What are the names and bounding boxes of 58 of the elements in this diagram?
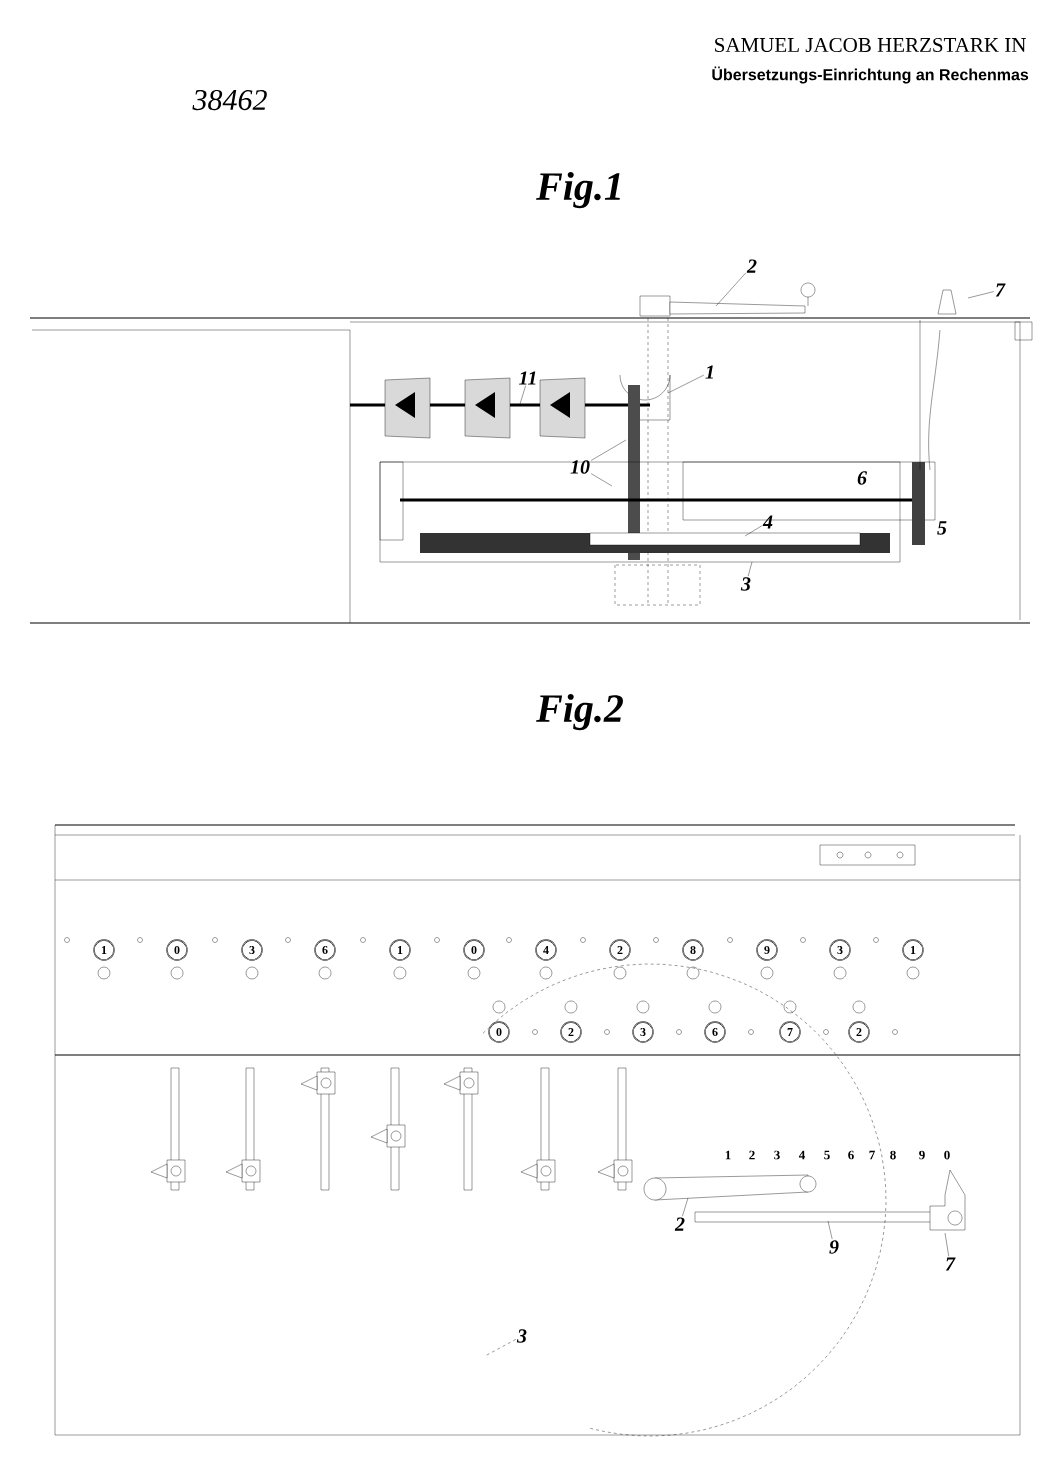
- callout-number: 2: [674, 1217, 685, 1231]
- title: SAMUEL JACOB HERZSTARK IN: [715, 37, 1026, 53]
- dial-digit: 8: [682, 939, 704, 961]
- dial-digit: 2: [609, 939, 631, 961]
- dial-digit: 0: [463, 939, 485, 961]
- callout-number: 10: [570, 460, 590, 474]
- dial-digit: 3: [241, 939, 263, 961]
- dial-digit: 4: [535, 939, 557, 961]
- callout-number: 11: [519, 371, 536, 385]
- callout-number: 1: [705, 365, 713, 379]
- handwritten-number: 38462: [192, 89, 267, 111]
- leader-line: [591, 473, 613, 487]
- scale-digit: 6: [848, 1150, 854, 1160]
- dial-digit: 7: [779, 1021, 801, 1043]
- dial-digit: 6: [704, 1021, 726, 1043]
- leader-line: [967, 291, 994, 299]
- scale-digit: 5: [824, 1150, 830, 1160]
- dial-digit: 2: [560, 1021, 582, 1043]
- callout-number: 3: [740, 577, 751, 591]
- callout-number: 5: [937, 521, 947, 535]
- subtitle: Übersetzungs-Einrichtung an Rechenmas: [712, 66, 1029, 84]
- dial-digit: 3: [632, 1021, 654, 1043]
- leader-line: [484, 1339, 516, 1357]
- leader-line: [682, 1197, 689, 1217]
- dial-digit: 2: [848, 1021, 870, 1043]
- callout-number: 4: [762, 515, 773, 529]
- scale-digit: 8: [890, 1150, 896, 1160]
- scale-digit: 7: [869, 1150, 875, 1160]
- scale-digit: 3: [774, 1150, 780, 1160]
- figure-label: Fig.1: [536, 171, 620, 209]
- leader-line: [591, 439, 627, 461]
- leader-line: [667, 374, 704, 394]
- callout-number: 9: [829, 1240, 839, 1254]
- dial-digit: 6: [314, 939, 336, 961]
- scale-digit: 1: [725, 1150, 731, 1160]
- scale-digit: 0: [944, 1150, 950, 1160]
- dial-digit: 1: [389, 939, 411, 961]
- callout-number: 3: [516, 1329, 527, 1343]
- figure-label: Fig.2: [536, 693, 623, 731]
- dial-digit: 0: [488, 1021, 510, 1043]
- dial-digit: 3: [829, 939, 851, 961]
- leader-line: [747, 561, 753, 577]
- scale-digit: 9: [919, 1150, 925, 1160]
- leader-line: [827, 1220, 833, 1240]
- callout-number: 7: [945, 1257, 956, 1271]
- leader-line: [519, 385, 526, 405]
- dial-digit: 0: [166, 939, 188, 961]
- callout-number: 2: [746, 259, 757, 273]
- callout-number: 6: [857, 471, 867, 485]
- dial-digit: 1: [93, 939, 115, 961]
- leader-line: [715, 272, 746, 307]
- scale-digit: 2: [749, 1150, 755, 1160]
- leader-line: [744, 525, 762, 537]
- leader-line: [944, 1232, 949, 1257]
- callout-number: 7: [995, 283, 1006, 297]
- scale-digit: 4: [798, 1150, 805, 1160]
- dial-digit: 9: [756, 939, 778, 961]
- dial-digit: 1: [902, 939, 924, 961]
